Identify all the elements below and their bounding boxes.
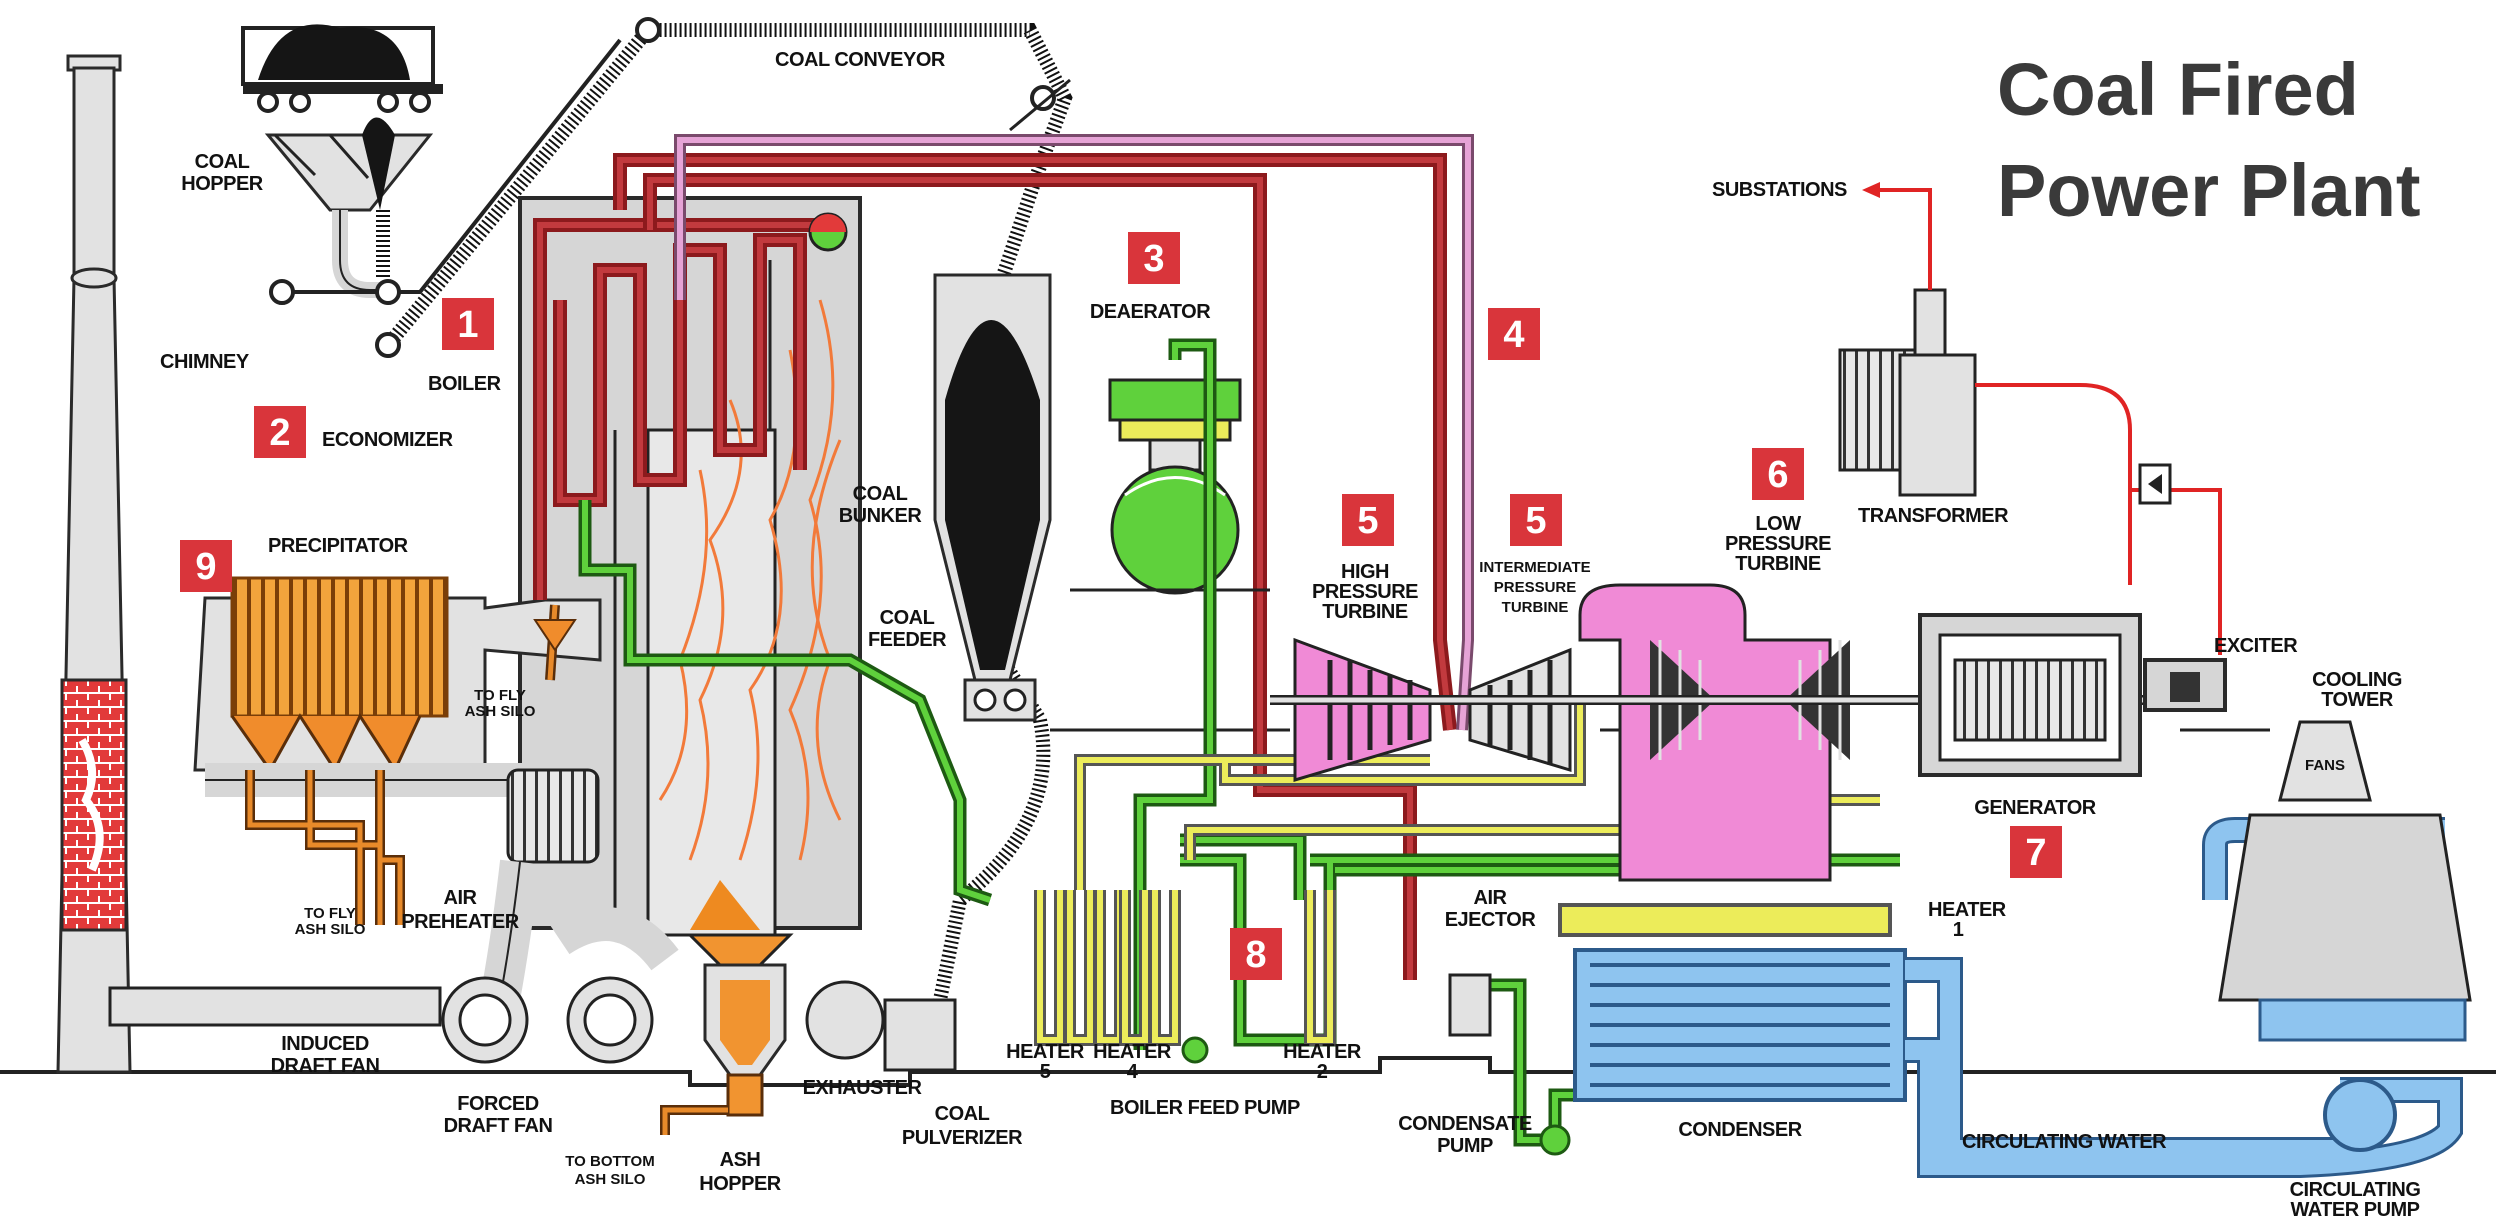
label-economizer: ECONOMIZER <box>322 429 454 451</box>
label-boiler-feed-pump: BOILER FEED PUMP <box>1110 1097 1300 1119</box>
ash-hopper <box>665 965 785 1135</box>
label-lp-turbine-1: LOW <box>1755 513 1801 535</box>
title-line-1: Coal Fired <box>1997 48 2359 131</box>
badge-1-text: 1 <box>457 304 478 346</box>
label-condensate-pump-2: PUMP <box>1437 1135 1493 1157</box>
label-ip-turbine-2: PRESSURE <box>1494 579 1577 596</box>
label-hp-turbine-2: PRESSURE <box>1312 581 1418 603</box>
label-air-preheater-1: AIR <box>444 887 478 909</box>
label-exciter: EXCITER <box>2214 635 2298 657</box>
label-coal-hopper-2: HOPPER <box>181 173 264 195</box>
label-boiler: BOILER <box>428 373 502 395</box>
boiler-feed-pump <box>1183 1038 1207 1062</box>
label-ash-hopper-2: HOPPER <box>699 1173 782 1195</box>
badge-8-text: 8 <box>1245 934 1266 976</box>
badge-9-text: 9 <box>195 546 216 588</box>
label-air-ejector-1: AIR <box>1474 887 1508 909</box>
label-to-bottom-ash-silo-2: ASH SILO <box>575 1171 646 1188</box>
label-to-fly-ash-silo-2a: TO FLY <box>304 905 356 922</box>
label-circulating-water: CIRCULATING WATER <box>1962 1131 2167 1153</box>
title-line-2: Power Plant <box>1997 149 2421 232</box>
badge-3-text: 3 <box>1143 238 1164 280</box>
label-induced-draft-fan-1: INDUCED <box>281 1033 369 1055</box>
label-cooling-tower-1: COOLING <box>2312 669 2402 691</box>
label-ash-hopper-1: ASH <box>720 1149 761 1171</box>
label-ip-turbine-1: INTERMEDIATE <box>1479 559 1590 576</box>
badge-6-text: 6 <box>1767 454 1788 496</box>
badge-5-hp-text: 5 <box>1357 500 1378 542</box>
ip-turbine <box>1470 650 1570 770</box>
label-transformer: TRANSFORMER <box>1858 505 2009 527</box>
label-forced-draft-fan-2: DRAFT FAN <box>444 1115 553 1137</box>
label-circulating-water-pump-2: WATER PUMP <box>2290 1199 2419 1221</box>
deaerator <box>1070 380 1270 593</box>
forced-draft-fan <box>560 924 665 1062</box>
label-fans: FANS <box>2305 757 2345 774</box>
badge-7-text: 7 <box>2025 832 2046 874</box>
transformer <box>1840 290 1975 495</box>
label-deaerator: DEAERATOR <box>1090 301 1211 323</box>
coal-hopper <box>268 118 430 291</box>
label-heater-1b: 1 <box>1953 919 1964 941</box>
label-circulating-water-pump-1: CIRCULATING <box>2290 1179 2421 1201</box>
coal-railcar <box>243 24 443 111</box>
label-generator: GENERATOR <box>1974 797 2096 819</box>
exciter <box>2145 660 2225 710</box>
badge-4-text: 4 <box>1503 314 1524 356</box>
label-lp-turbine-3: TURBINE <box>1735 553 1821 575</box>
label-air-preheater-2: PREHEATER <box>401 911 519 933</box>
label-chimney: CHIMNEY <box>160 351 250 373</box>
label-air-ejector-2: EJECTOR <box>1445 909 1537 931</box>
exhauster <box>807 982 955 1070</box>
label-forced-draft-fan-1: FORCED <box>457 1093 539 1115</box>
label-coal-pulverizer-1: COAL <box>935 1103 990 1125</box>
lp-turbine <box>1580 585 1850 880</box>
page-title: Coal Fired Power Plant <box>1997 48 2421 232</box>
label-to-fly-ash-silo-2b: ASH SILO <box>295 921 366 938</box>
label-heater-2a: HEATER <box>1283 1041 1362 1063</box>
condenser <box>1575 950 1905 1100</box>
label-heater-1a: HEATER <box>1928 899 2007 921</box>
label-heater-2b: 2 <box>1317 1061 1328 1083</box>
label-ip-turbine-3: TURBINE <box>1502 599 1569 616</box>
label-substations: SUBSTATIONS <box>1712 179 1847 201</box>
badge-2-text: 2 <box>269 412 290 454</box>
label-heater-4a: HEATER <box>1093 1041 1172 1063</box>
label-condenser: CONDENSER <box>1678 1119 1802 1141</box>
label-coal-feeder-1: COAL <box>880 607 935 629</box>
badge-5-ip-text: 5 <box>1525 500 1546 542</box>
label-heater-4b: 4 <box>1127 1061 1139 1083</box>
label-coal-bunker-2: BUNKER <box>839 505 923 527</box>
circulating-water-pump <box>2325 1080 2395 1150</box>
label-to-bottom-ash-silo-1: TO BOTTOM <box>565 1153 654 1170</box>
label-coal-hopper-1: COAL <box>195 151 250 173</box>
label-cooling-tower-2: TOWER <box>2321 689 2394 711</box>
label-precipitator: PRECIPITATOR <box>268 535 409 557</box>
generator <box>1920 615 2140 775</box>
label-exhauster: EXHAUSTER <box>803 1077 923 1099</box>
label-coal-conveyor: COAL CONVEYOR <box>775 49 946 71</box>
label-hp-turbine-1: HIGH <box>1341 561 1389 583</box>
label-heater-5a: HEATER <box>1006 1041 1085 1063</box>
label-coal-bunker-1: COAL <box>853 483 908 505</box>
label-coal-feeder-2: FEEDER <box>868 629 947 651</box>
label-coal-pulverizer-2: PULVERIZER <box>902 1127 1023 1149</box>
label-hp-turbine-3: TURBINE <box>1322 601 1408 623</box>
label-to-fly-ash-silo-1b: ASH SILO <box>465 703 536 720</box>
label-heater-5b: 5 <box>1040 1061 1051 1083</box>
label-lp-turbine-2: PRESSURE <box>1725 533 1831 555</box>
chimney <box>58 56 130 1072</box>
label-induced-draft-fan-2: DRAFT FAN <box>271 1055 380 1077</box>
coal-bunker <box>935 275 1050 1000</box>
label-to-fly-ash-silo-1a: TO FLY <box>474 687 526 704</box>
label-condensate-pump-1: CONDENSATE <box>1398 1113 1532 1135</box>
